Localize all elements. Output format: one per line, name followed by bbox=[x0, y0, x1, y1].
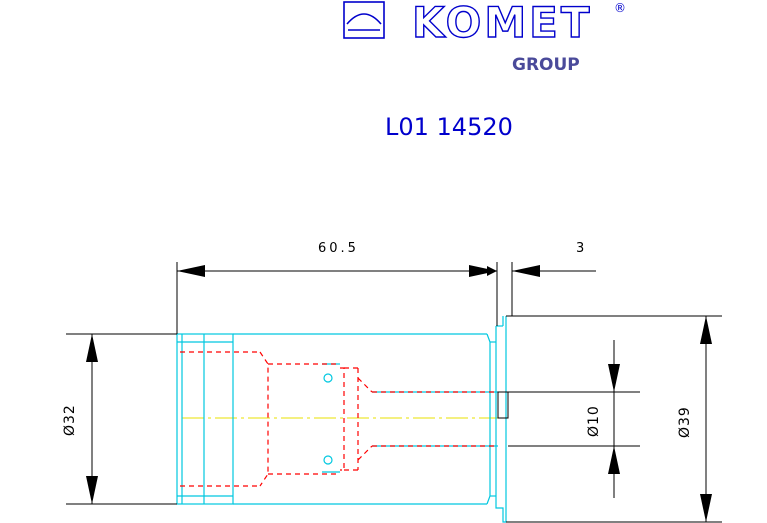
arrow-down-icon bbox=[86, 476, 98, 504]
part-number: L01 14520 bbox=[385, 113, 513, 141]
arrow-left-icon bbox=[177, 265, 205, 277]
flange-slot bbox=[497, 391, 509, 419]
arrow-up-icon bbox=[86, 334, 98, 362]
pin-holes bbox=[323, 373, 333, 465]
komet-logo: KOMET ® GROUP bbox=[343, 0, 626, 75]
dim-flange-length: 3 bbox=[576, 241, 584, 256]
arrow-down-icon bbox=[700, 494, 712, 522]
brand-group-label: GROUP bbox=[512, 55, 580, 75]
arrow-left-icon bbox=[512, 265, 540, 277]
dim-flange-diameter: Ø39 bbox=[677, 406, 693, 438]
arrow-up-icon bbox=[608, 446, 620, 474]
arrow-up-icon bbox=[700, 316, 712, 344]
komet-emblem-icon bbox=[343, 1, 385, 39]
dim-bore-diameter: Ø10 bbox=[586, 405, 602, 437]
registered-mark: ® bbox=[614, 1, 626, 15]
arrow-down-icon bbox=[608, 364, 620, 392]
brand-name: KOMET bbox=[412, 0, 593, 47]
dim-overall-length: 60.5 bbox=[318, 241, 359, 256]
hidden-lines bbox=[180, 351, 496, 487]
dimension-arrows bbox=[86, 265, 712, 522]
arrow-right-icon bbox=[469, 265, 497, 277]
dim-shank-diameter: Ø32 bbox=[62, 404, 78, 436]
arrow-right-icon bbox=[487, 266, 497, 276]
part-outline bbox=[176, 316, 507, 523]
